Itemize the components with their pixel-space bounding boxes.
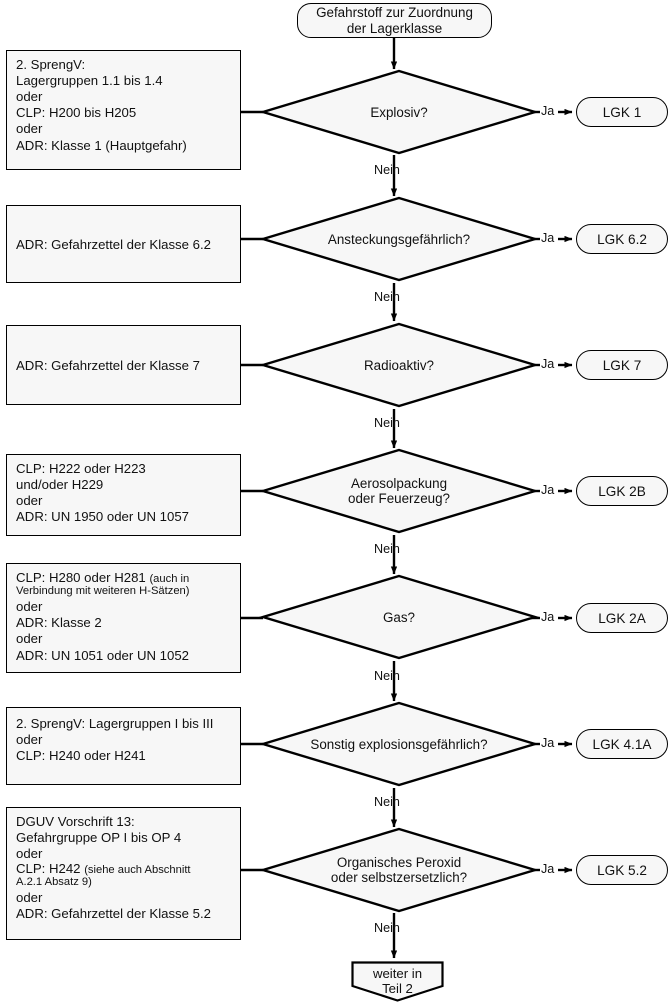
result-label: LGK 2A — [598, 610, 646, 626]
start-node: Gefahrstoff zur Zuordnung der Lagerklass… — [297, 3, 492, 38]
result-label: LGK 7 — [602, 357, 642, 373]
criteria-line: ADR: Klasse 2 — [16, 615, 102, 631]
criteria-line: oder — [16, 492, 43, 508]
criteria-note: (siehe auch Abschnitt — [84, 863, 191, 876]
decision-diamond-6[interactable]: Sonstig explosionsgefährlich? — [258, 701, 540, 787]
edge-label-nein-7: Nein — [374, 921, 400, 935]
result-label: LGK 5.2 — [597, 862, 647, 878]
criteria-line: ADR: Gefahrzettel der Klasse 5.2 — [16, 905, 211, 921]
edge-label-nein-3: Nein — [374, 416, 400, 430]
criteria-text: CLP: H242 — [16, 860, 81, 876]
decision-diamond-7[interactable]: Organisches Peroxid oder selbstzersetzli… — [258, 827, 540, 913]
criteria-box-5: CLP: H280 oder H281 (auch in Verbindung … — [6, 563, 241, 673]
criteria-line: oder — [16, 88, 43, 104]
criteria-note: (auch in — [149, 573, 190, 585]
result-node-lgk-2b[interactable]: LGK 2B — [576, 476, 668, 506]
edge-label-ja-4: Ja — [541, 483, 555, 497]
criteria-box-6: 2. SprengV: Lagergruppen I bis III oder … — [6, 707, 241, 785]
edge-label-ja-2: Ja — [541, 231, 555, 245]
criteria-line: Lagergruppen 1.1 bis 1.4 — [16, 72, 163, 88]
edge-label-nein-1: Nein — [374, 163, 400, 177]
result-node-lgk-4-1a[interactable]: LGK 4.1A — [576, 729, 668, 759]
decision-diamond-1[interactable]: Explosiv? — [258, 69, 540, 155]
edge-label-ja-3: Ja — [541, 357, 555, 371]
edge-label-ja-6: Ja — [541, 736, 555, 750]
criteria-line: CLP: H222 oder H223 — [16, 461, 146, 476]
result-node-lgk-6-2[interactable]: LGK 6.2 — [576, 224, 668, 254]
criteria-box-7: DGUV Vorschrift 13: Gefahrgruppe OP I bi… — [6, 807, 241, 940]
criteria-line: DGUV Vorschrift 13: — [16, 814, 135, 829]
criteria-note: A.2.1 Absatz 9) — [16, 875, 92, 888]
criteria-line: CLP: H200 bis H205 — [16, 105, 137, 121]
criteria-line: oder — [16, 845, 43, 861]
criteria-line: 2. SprengV: Lagergruppen I bis III — [16, 715, 214, 731]
result-node-lgk-2a[interactable]: LGK 2A — [576, 603, 668, 633]
criteria-line: CLP: H280 oder H281 (auch in — [16, 571, 231, 586]
start-node-line1: Gefahrstoff zur Zuordnung — [316, 5, 473, 21]
result-label: LGK 6.2 — [597, 231, 647, 247]
result-node-lgk-1[interactable]: LGK 1 — [576, 97, 668, 127]
decision-diamond-2[interactable]: Ansteckungsgefährlich? — [258, 196, 540, 282]
edge-label-nein-2: Nein — [374, 290, 400, 304]
decision-diamond-5[interactable]: Gas? — [258, 574, 540, 660]
criteria-line: oder — [16, 889, 43, 905]
criteria-line: 2. SprengV: — [16, 57, 86, 72]
edge-label-ja-7: Ja — [541, 862, 555, 876]
edge-label-ja-5: Ja — [541, 610, 555, 624]
criteria-line: und/oder H229 — [16, 476, 104, 492]
result-node-lgk-5-2[interactable]: LGK 5.2 — [576, 855, 668, 885]
criteria-line: ADR: Gefahrzettel der Klasse 7 — [16, 357, 200, 373]
end-node[interactable]: weiter in Teil 2 — [351, 961, 444, 1002]
criteria-line: oder — [16, 631, 43, 647]
result-node-lgk-7[interactable]: LGK 7 — [576, 350, 668, 380]
start-node-line2: der Lagerklasse — [346, 20, 443, 36]
criteria-line: ADR: UN 1051 oder UN 1052 — [16, 647, 189, 663]
result-label: LGK 1 — [602, 104, 642, 120]
criteria-text: CLP: H280 oder H281 — [16, 570, 146, 585]
criteria-line: ADR: UN 1950 oder UN 1057 — [16, 509, 189, 525]
criteria-line: oder — [16, 731, 43, 747]
criteria-box-1: 2. SprengV: Lagergruppen 1.1 bis 1.4 ode… — [6, 50, 241, 170]
criteria-line: oder — [16, 121, 43, 137]
criteria-box-4: CLP: H222 oder H223 und/oder H229 oder A… — [6, 454, 241, 536]
criteria-line: CLP: H240 oder H241 — [16, 747, 146, 763]
criteria-line: CLP: H242 (siehe auch Abschnitt — [16, 862, 231, 877]
criteria-box-2: ADR: Gefahrzettel der Klasse 6.2 — [6, 205, 241, 283]
criteria-line: ADR: Gefahrzettel der Klasse 6.2 — [16, 236, 211, 252]
edge-label-ja-1: Ja — [541, 104, 555, 118]
decision-diamond-3[interactable]: Radioaktiv? — [258, 322, 540, 408]
edge-label-nein-5: Nein — [374, 669, 400, 683]
criteria-note: Verbindung mit weiteren H-Sätzen) — [16, 585, 190, 598]
criteria-line: oder — [16, 598, 43, 614]
criteria-line: Gefahrgruppe OP I bis OP 4 — [16, 829, 182, 845]
criteria-line: ADR: Klasse 1 (Hauptgefahr) — [16, 137, 187, 153]
result-label: LGK 4.1A — [592, 736, 652, 752]
edge-label-nein-4: Nein — [374, 542, 400, 556]
result-label: LGK 2B — [598, 483, 646, 499]
criteria-box-3: ADR: Gefahrzettel der Klasse 7 — [6, 325, 241, 405]
decision-diamond-4[interactable]: Aerosolpackung oder Feuerzeug? — [258, 448, 540, 534]
edge-label-nein-6: Nein — [374, 795, 400, 809]
